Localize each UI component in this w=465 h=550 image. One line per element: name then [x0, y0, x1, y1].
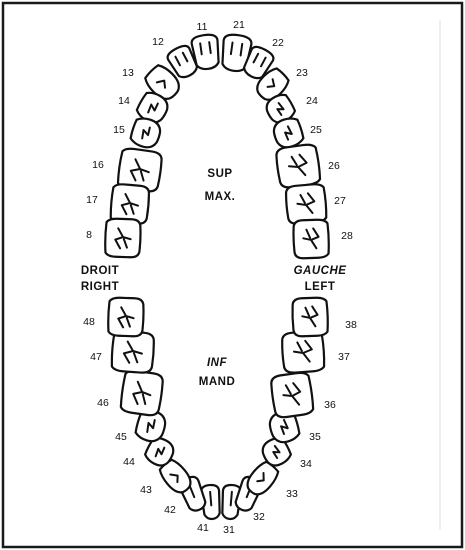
tooth-number-11: 11 [197, 21, 208, 33]
tooth-46 [120, 369, 165, 416]
label-sup: SUP [207, 168, 232, 180]
tooth-number-34: 34 [300, 458, 312, 470]
tooth-number-41: 41 [197, 522, 209, 534]
tooth-26 [275, 143, 321, 188]
tooth-number-47: 47 [90, 351, 102, 363]
tooth-number-32: 32 [253, 511, 265, 523]
tooth-number-31: 31 [223, 524, 235, 536]
tooth-number-22: 22 [272, 37, 284, 49]
tooth-number-46: 46 [97, 397, 109, 409]
tooth-number-8: 8 [86, 229, 92, 241]
tooth-number-37: 37 [338, 351, 350, 363]
tooth-number-27: 27 [334, 195, 346, 207]
tooth-number-16: 16 [92, 159, 104, 171]
tooth-31-groove [231, 492, 232, 506]
tooth-36 [270, 371, 315, 418]
tooth-number-14: 14 [118, 95, 130, 107]
tooth-number-21: 21 [233, 19, 245, 31]
tooth-number-36: 36 [324, 399, 336, 411]
tooth-38 [292, 297, 328, 336]
tooth-41-groove [210, 492, 211, 506]
tooth-48 [108, 297, 144, 336]
tooth-number-35: 35 [309, 431, 321, 443]
tooth-number-43: 43 [140, 484, 152, 496]
frame-border [3, 3, 462, 547]
tooth-number-13: 13 [122, 67, 134, 79]
tooth-number-44: 44 [123, 456, 135, 468]
tooth-number-12: 12 [152, 36, 164, 48]
label-left: LEFT [305, 281, 336, 293]
tooth-number-42: 42 [164, 504, 176, 516]
tooth-number-26: 26 [328, 160, 340, 172]
label-right: RIGHT [81, 281, 119, 293]
tooth-number-24: 24 [306, 95, 318, 107]
tooth-number-28: 28 [341, 230, 353, 242]
tooth-number-25: 25 [310, 124, 322, 136]
tooth-8 [105, 218, 141, 257]
tooth-number-17: 17 [86, 194, 98, 206]
tooth-27 [285, 183, 327, 224]
tooth-number-23: 23 [296, 67, 308, 79]
label-mand: MAND [199, 376, 236, 388]
tooth-number-33: 33 [286, 488, 298, 500]
tooth-numbers-layer: 11 12 13 14 15 16 17 8 21 22 23 24 25 26 27 28 31 32 33 34 3… [83, 19, 357, 536]
label-droit: DROIT [81, 265, 119, 277]
tooth-number-48: 48 [83, 316, 95, 328]
label-max: MAX. [205, 191, 236, 203]
label-inf: INF [207, 357, 228, 369]
tooth-number-45: 45 [115, 431, 127, 443]
label-gauche: GAUCHE [294, 265, 347, 277]
tooth-number-38: 38 [345, 319, 357, 331]
tooth-number-15: 15 [113, 124, 125, 136]
tooth-28 [293, 219, 329, 258]
